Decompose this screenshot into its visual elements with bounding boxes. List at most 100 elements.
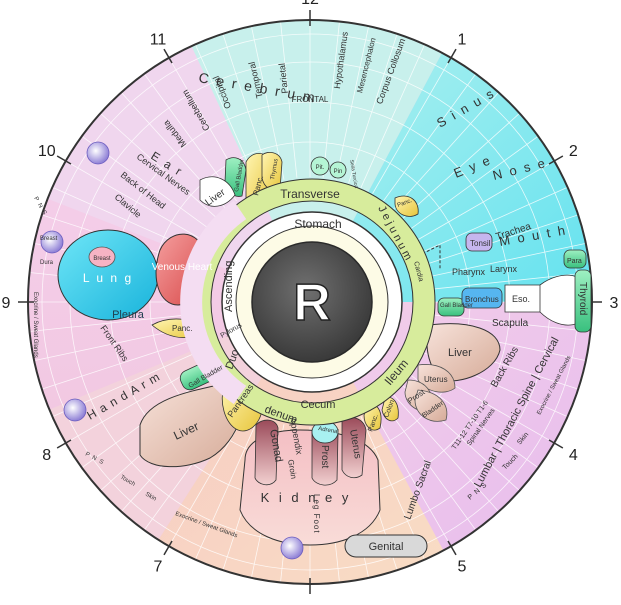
clock-tick [447,540,457,556]
groin-label: Groin [286,459,298,480]
liver-right-label: Liver [448,347,472,359]
clock-number-8: 8 [42,447,51,464]
gall-bladder-upper-label: Gall Bladder [234,159,246,193]
grid-spoke [393,92,499,210]
clock-tick [163,48,173,64]
center-letter: R [293,274,331,332]
venous-heart-label: Venous Heart [152,262,213,273]
skin-left-label: Skin [144,492,157,503]
leg-foot-label: Leg Foot [312,494,321,534]
ascending-ring [180,200,247,405]
tonsil-shape [465,232,493,252]
uterus-lower-label: Uterus [347,429,363,460]
bladder-right-shape [414,389,448,422]
pit-shape [310,156,330,176]
marker-sphere-8 [63,398,87,422]
gall-bladder-right-label: Gall Bladder [440,303,473,309]
para-shape [563,249,587,269]
clock-number-11: 11 [150,32,167,49]
grid-spoke [29,314,186,332]
marker-sphere-10 [86,141,110,165]
grid-spoke [432,242,586,277]
kidney-label: K i d n e y [261,490,352,505]
para-label: Para [567,258,582,265]
clock-number-10: 10 [38,143,56,160]
grid-spoke [250,26,285,180]
bronchus-shape [461,287,503,309]
grid-spoke [194,416,260,560]
eso-label: Eso. [512,294,530,304]
panc-left-label: Panc. [172,324,192,333]
stomach-label: Stomach [294,217,341,231]
scapula-label: Scapula [492,318,529,329]
clock-number-4: 4 [569,447,578,464]
gonad-label: Gonad [267,428,285,463]
adrenal-label: Adrenal [318,426,339,436]
grid-spoke [65,160,202,240]
grid-spoke [393,394,499,512]
organ-shapes [40,141,592,560]
thyroid-label: Thyroid [577,282,588,315]
liver-upper-shape [199,176,236,207]
grid-spoke [360,44,426,188]
clock-number-7: 7 [154,558,163,575]
prost-lower-label: Prost [319,445,330,469]
pin-shape [329,161,347,179]
zone-cerebrum [170,20,470,302]
grid-spoke [428,214,579,264]
clock-tick [56,155,72,165]
larynx-label: Larynx [490,264,518,274]
clock-number-2: 2 [569,143,578,160]
clock-tick [447,48,457,64]
pin-label: Pin [334,169,343,175]
transverse-label: Transverse [280,187,340,201]
grid-spoke [410,135,539,229]
pharynx-label: Pharynx [452,267,486,277]
clock-number-1: 1 [458,32,467,49]
intestine-ring-inner [210,200,414,404]
grid-spoke [402,113,520,219]
breast-left-label: Breast [40,236,58,242]
lung-label: L u n g [83,271,133,285]
marker-sphere-6 [280,536,304,560]
genital-label: Genital [369,541,404,553]
grid-spoke [383,402,477,531]
panc-upper-right-label: Panc. [397,198,414,209]
colon-shape [381,396,399,422]
pit-label: Pit. [316,165,325,171]
clock-number-3: 3 [610,295,619,312]
tonsil-label: Tonsil [470,239,491,248]
cerebrum-region-parietal: Parietal [277,63,290,94]
genital-shape [344,534,428,558]
grid-spoke [418,160,555,240]
sella-turcica-label: Sella Turcica [348,159,359,188]
bronchus-label: Bronchus [465,295,499,304]
clock-number-9: 9 [2,295,11,312]
grid-spoke [348,33,398,184]
grid-spoke [424,186,568,252]
liver-right-shape [426,323,501,382]
breast-dura-sphere [40,230,64,254]
clock-number-5: 5 [458,558,467,575]
pleura-label: Pleura [112,309,145,321]
cecum-label: Cecum [301,399,336,411]
clock-tick [56,439,72,449]
clock-tick [548,155,564,165]
grid-spoke [372,410,452,547]
clock-number-12: 12 [301,0,319,8]
ascending-label: Ascending [223,261,235,312]
grid-spoke [322,21,340,178]
grid-spoke [100,113,218,219]
dura-label: Dura [40,260,54,266]
grid-spoke [383,73,477,202]
uterus-right-label: Uterus [424,375,448,384]
grid-spoke [34,327,188,362]
cerebrum-region-frontal: FRONTAL [292,95,329,104]
pupil [251,241,373,363]
gonad-shape [254,419,279,486]
clock-tick [548,439,564,449]
grid-spoke [41,340,192,390]
grid-spoke [434,314,591,332]
breast-shape [88,246,116,268]
